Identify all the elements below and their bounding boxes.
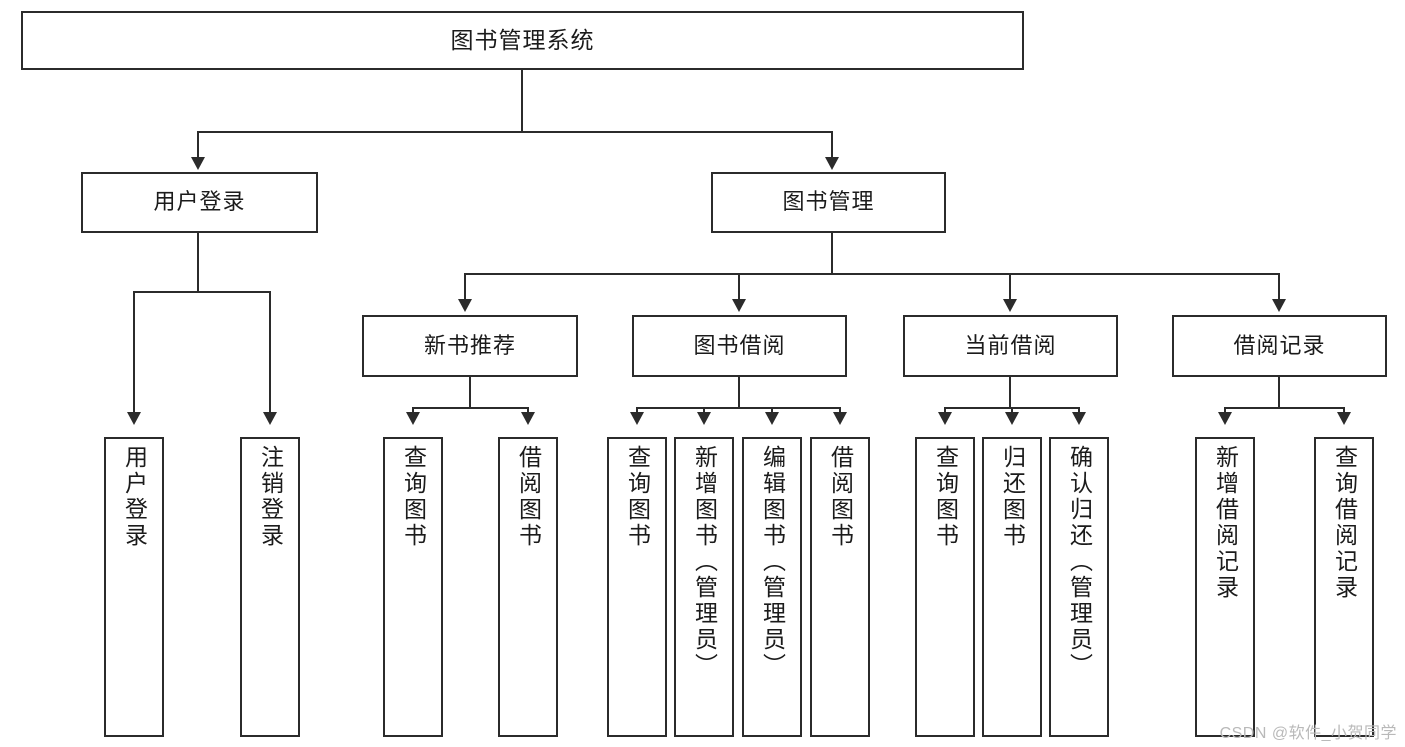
node-label: 查询图书 xyxy=(400,445,427,549)
leaf-borrow-books-borrow[interactable]: 借阅图书 xyxy=(810,437,870,737)
node-borrow-record[interactable]: 借阅记录 xyxy=(1172,315,1387,377)
arrow-borrow-child1 xyxy=(630,412,644,425)
node-label: 编辑图书（管理员） xyxy=(759,445,786,679)
arrow-bookmanage-to-borrow xyxy=(732,299,746,312)
arrow-record-child2 xyxy=(1337,412,1351,425)
node-book-management[interactable]: 图书管理 xyxy=(711,172,946,233)
edge-current-child2 xyxy=(1011,407,1014,413)
edge-root-stem xyxy=(521,70,524,132)
edge-record-bus xyxy=(1224,407,1343,410)
node-user-login[interactable]: 用户登录 xyxy=(81,172,318,233)
node-current-borrow[interactable]: 当前借阅 xyxy=(903,315,1118,377)
edge-record-child2 xyxy=(1343,407,1346,413)
arrow-userlogin-child2 xyxy=(263,412,277,425)
edge-userlogin-child2 xyxy=(269,291,272,413)
edge-current-stem xyxy=(1009,377,1012,409)
edge-record-stem xyxy=(1278,377,1281,409)
node-label: 查询借阅记录 xyxy=(1331,445,1358,601)
edge-record-child1 xyxy=(1224,407,1227,413)
leaf-query-borrow-record[interactable]: 查询借阅记录 xyxy=(1314,437,1374,737)
edge-root-to-book-manage xyxy=(831,131,834,159)
arrow-bookmanage-to-newbook xyxy=(458,299,472,312)
edge-borrow-child3 xyxy=(771,407,774,413)
arrow-record-child1 xyxy=(1218,412,1232,425)
edge-bookmanage-to-record xyxy=(1278,273,1281,301)
leaf-return-books[interactable]: 归还图书 xyxy=(982,437,1042,737)
edge-bookmanage-to-newbook xyxy=(464,273,467,301)
edge-borrow-child4 xyxy=(839,407,842,413)
leaf-confirm-return-admin[interactable]: 确认归还（管理员） xyxy=(1049,437,1109,737)
edge-bookmanage-bus xyxy=(464,273,1280,276)
node-label: 借阅记录 xyxy=(1233,332,1326,358)
node-label: 借阅图书 xyxy=(515,445,542,549)
arrow-bookmanage-to-record xyxy=(1272,299,1286,312)
leaf-edit-book-admin[interactable]: 编辑图书（管理员） xyxy=(742,437,802,737)
arrow-newbook-child1 xyxy=(406,412,420,425)
leaf-logout[interactable]: 注销登录 xyxy=(240,437,300,737)
edge-bookmanage-stem xyxy=(831,233,834,275)
leaf-add-borrow-record[interactable]: 新增借阅记录 xyxy=(1195,437,1255,737)
edge-borrow-child2 xyxy=(703,407,706,413)
node-label: 归还图书 xyxy=(999,445,1026,549)
node-label: 确认归还（管理员） xyxy=(1066,445,1093,679)
node-label: 注销登录 xyxy=(257,445,284,549)
node-root-book-management-system[interactable]: 图书管理系统 xyxy=(21,11,1024,70)
edge-newbook-child2 xyxy=(527,407,530,413)
leaf-borrow-books-newbook[interactable]: 借阅图书 xyxy=(498,437,558,737)
leaf-query-books-current[interactable]: 查询图书 xyxy=(915,437,975,737)
arrow-borrow-child2 xyxy=(697,412,711,425)
leaf-query-books-borrow[interactable]: 查询图书 xyxy=(607,437,667,737)
edge-newbook-bus xyxy=(412,407,529,410)
node-new-book-recommendation[interactable]: 新书推荐 xyxy=(362,315,578,377)
node-label: 图书管理 xyxy=(782,189,875,215)
edge-userlogin-bus xyxy=(133,291,270,294)
edge-userlogin-stem xyxy=(197,233,200,293)
edge-userlogin-child1 xyxy=(133,291,136,413)
arrow-current-child3 xyxy=(1072,412,1086,425)
node-label: 用户登录 xyxy=(153,189,246,215)
edge-borrow-child1 xyxy=(636,407,639,413)
node-label: 图书管理系统 xyxy=(450,26,595,53)
arrow-borrow-child3 xyxy=(765,412,779,425)
edge-borrow-bus xyxy=(636,407,840,410)
node-label: 查询图书 xyxy=(932,445,959,549)
leaf-add-book-admin[interactable]: 新增图书（管理员） xyxy=(674,437,734,737)
node-label: 当前借阅 xyxy=(964,332,1057,358)
edge-newbook-child1 xyxy=(412,407,415,413)
node-label: 新增图书（管理员） xyxy=(691,445,718,679)
arrow-bookmanage-to-current xyxy=(1003,299,1017,312)
edge-current-child1 xyxy=(944,407,947,413)
node-label: 用户登录 xyxy=(121,445,148,549)
arrow-borrow-child4 xyxy=(833,412,847,425)
edge-root-to-user-login xyxy=(197,131,200,159)
arrow-current-child2 xyxy=(1005,412,1019,425)
node-label: 查询图书 xyxy=(624,445,651,549)
edge-newbook-stem xyxy=(469,377,472,409)
arrow-current-child1 xyxy=(938,412,952,425)
edge-root-bus xyxy=(197,131,833,134)
node-label: 新书推荐 xyxy=(423,332,516,358)
edge-borrow-stem xyxy=(738,377,741,409)
leaf-query-books-newbook[interactable]: 查询图书 xyxy=(383,437,443,737)
arrow-root-to-book-manage xyxy=(825,157,839,170)
node-book-borrow[interactable]: 图书借阅 xyxy=(632,315,847,377)
edge-bookmanage-to-current xyxy=(1009,273,1012,301)
leaf-user-login[interactable]: 用户登录 xyxy=(104,437,164,737)
edge-bookmanage-to-borrow xyxy=(738,273,741,301)
arrow-userlogin-child1 xyxy=(127,412,141,425)
node-label: 图书借阅 xyxy=(693,332,786,358)
arrow-root-to-user-login xyxy=(191,157,205,170)
arrow-newbook-child2 xyxy=(521,412,535,425)
node-label: 新增借阅记录 xyxy=(1212,445,1239,601)
edge-current-child3 xyxy=(1078,407,1081,413)
node-label: 借阅图书 xyxy=(827,445,854,549)
